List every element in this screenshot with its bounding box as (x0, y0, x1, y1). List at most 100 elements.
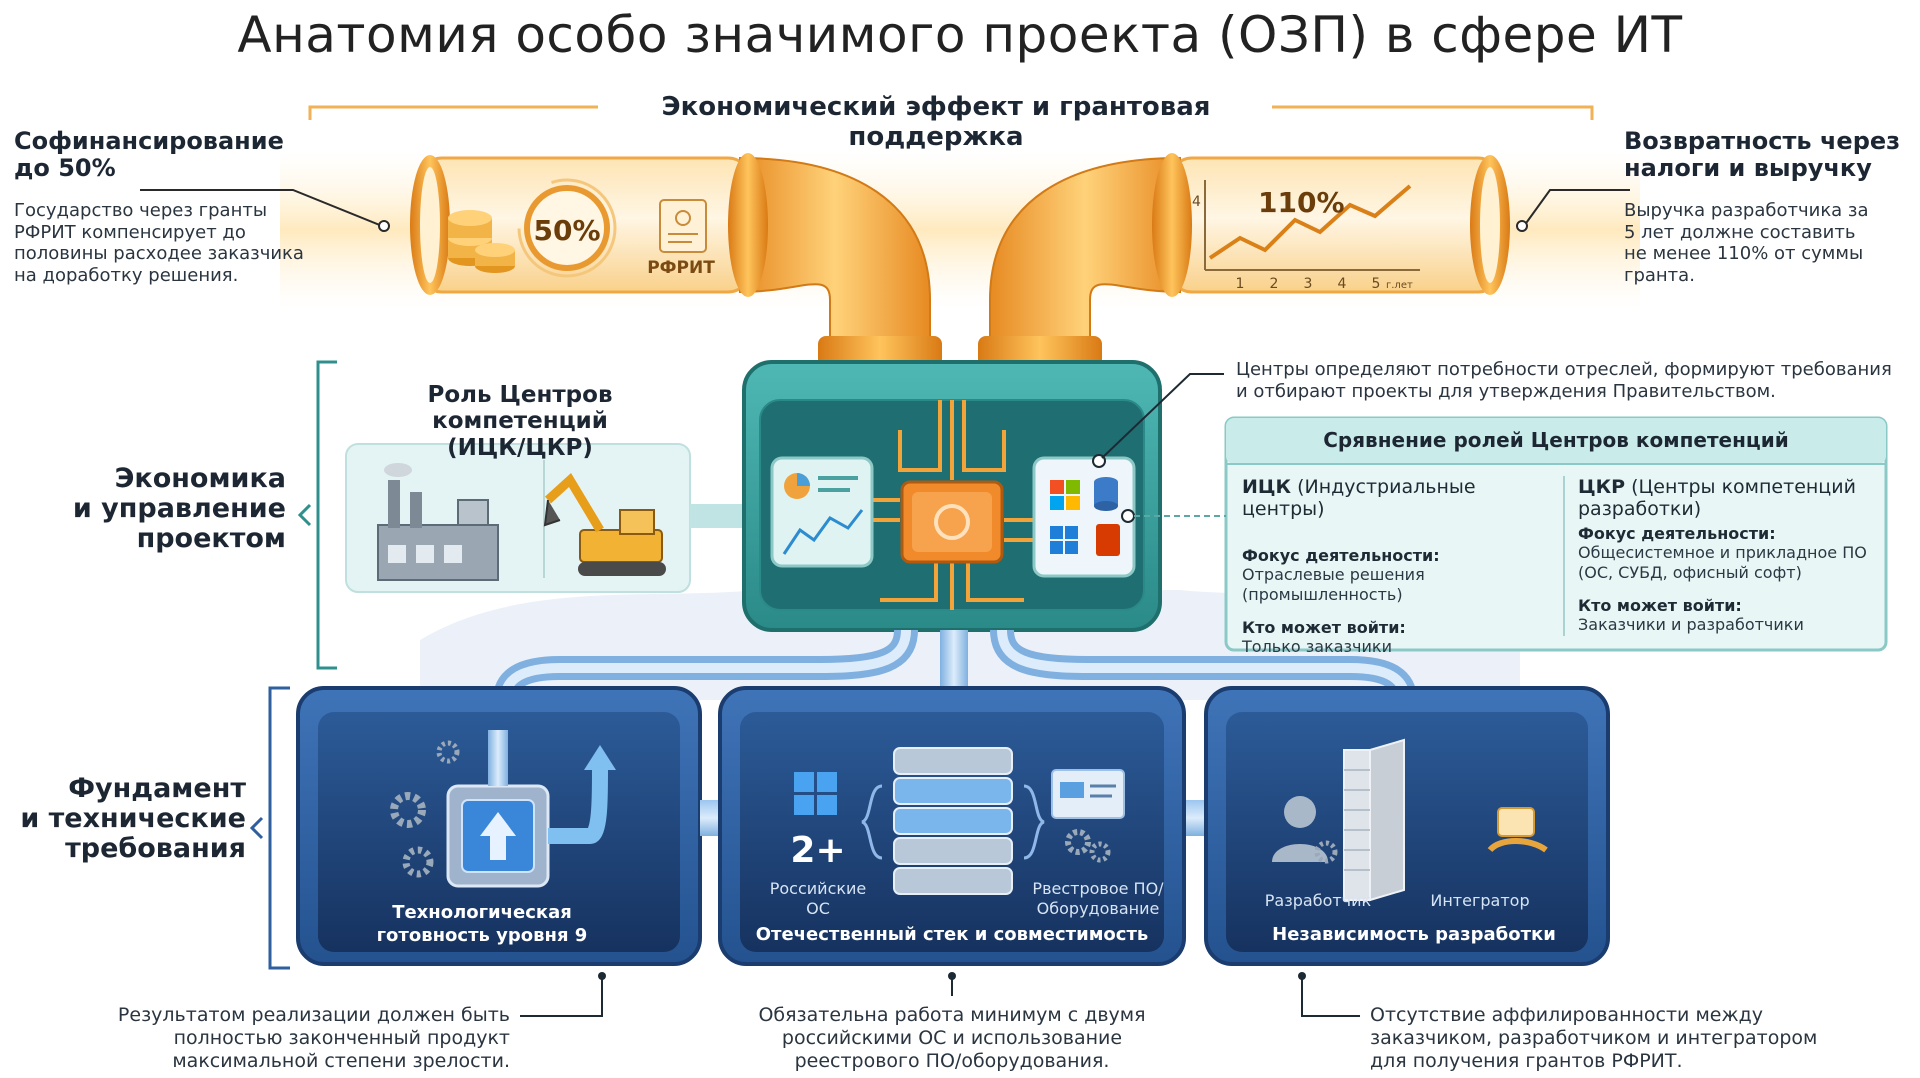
bottom-center-l1: Обязательна работа минимум с двумя (758, 1004, 1146, 1026)
centers-callout-text: Центры определяют потребности отреслей, … (1236, 359, 1892, 402)
ick-who-label: Кто может войти: (1242, 618, 1406, 638)
banner-bracket (308, 105, 1594, 120)
bottom-left-l2: полностью законченный продукт (173, 1026, 510, 1049)
economics-label-l1: Экономика (114, 463, 286, 494)
returnability-heading: Возвратность через налоги и выручку (1624, 128, 1900, 182)
bottom-center-l2: российскими ОС и использование (781, 1026, 1123, 1049)
ckr-column: ЦКР (Центры компетенций разработки) Фоку… (1578, 476, 1878, 635)
box3-title: Независимость разработки (1272, 924, 1556, 945)
cofinancing-text-l1: Государство через гранты (14, 200, 268, 221)
excavator-icon (543, 472, 666, 576)
role-card-title-l2: (ИЦК/ЦКР) (447, 434, 593, 461)
cofinancing-heading-l2: до 50% (14, 153, 116, 182)
os-count: 2+ (790, 830, 845, 871)
bottom-right-l2: заказчиком, разработчиком и интегратором (1370, 1026, 1818, 1049)
foundation-label-l3: требования (65, 833, 246, 865)
registry-label-l1: Рвестровое ПО/ (1032, 879, 1164, 898)
box-trl9 (296, 686, 702, 966)
comparison-title: Срявнение ролей Центров компетенций (1323, 428, 1789, 452)
returnability-text-l3: не менее 110% от суммы (1624, 243, 1864, 265)
bottom-left-l3: максимальной степени зрелости. (172, 1049, 510, 1072)
box1-title-l1: Технологическая (392, 902, 572, 923)
cofinancing-text-l3: половины расходее заказчика (14, 243, 304, 265)
ckr-name-rest: (Центры компетенций (1625, 476, 1856, 498)
returnability-heading-l1: Возвратность через (1624, 127, 1901, 155)
bottom-dot-3 (1298, 972, 1306, 980)
box-independence (1204, 686, 1610, 966)
page-title: Анатомия особо значимого проекта (ОЗП) в… (237, 6, 1683, 64)
right-pipe (978, 153, 1510, 368)
chart-axis-unit: г.лет (1386, 280, 1413, 291)
ckr-focus-text-l1: Общесистемное и прикладное ПО (1578, 543, 1867, 562)
centers-callout-l1: Центры определяют потребности отреслей, … (1236, 359, 1892, 380)
competence-hub (742, 360, 1162, 632)
returnability-heading-l2: налоги и выручку (1624, 153, 1872, 182)
coins-icon (448, 210, 515, 273)
box2-title: Отечественный стек и совместимость (756, 924, 1149, 945)
economics-label-l3: проектом (136, 523, 286, 555)
growth-chart-icon (1204, 180, 1420, 271)
bottom-dot-2 (948, 972, 956, 980)
bottom-right-l1: Отсутствие аффилированности между (1370, 1004, 1763, 1026)
foundation-bracket-notch (249, 816, 264, 840)
integrator-label: Интегратор (1430, 891, 1529, 910)
chart-axis-x-3: 3 (1304, 276, 1313, 292)
os-label-l2: ОС (806, 899, 830, 918)
rfrit-label: РФРИТ (647, 258, 715, 278)
cofinancing-text-l2: РФРИТ компенсирует до (14, 221, 246, 243)
economics-label: Экономика и управление проектом (60, 463, 286, 555)
ckr-who-text: Заказчики и разработчики (1578, 615, 1804, 635)
comparison-box (1224, 416, 1888, 652)
cofinancing-heading: Софинансирование до 50% (14, 128, 284, 182)
role-card-title: Роль Центров компетенций (ИЦК/ЦКР) (340, 382, 700, 461)
hub-callout-line (1101, 373, 1224, 459)
percent-110-label: 110% (1258, 186, 1345, 219)
left-pipe (410, 153, 942, 368)
economics-label-l2: и управление (72, 493, 286, 525)
chart-axis-y: 4 (1192, 194, 1201, 210)
ckr-focus-label: Фокус деятельности: (1578, 524, 1776, 543)
foundation-bracket (268, 686, 290, 970)
mid-bracket (316, 360, 337, 670)
bottom-right-text: Отсутствие аффилированности между заказч… (1370, 1004, 1870, 1072)
ick-name: ИЦК (Индустриальные центры) (1242, 476, 1554, 520)
ckr-who-label: Кто может войти: (1578, 596, 1742, 616)
banner-title: Экономический эффект и грантовая поддерж… (661, 92, 1211, 152)
returnability-text-l4: гранта. (1624, 264, 1695, 286)
role-connector (690, 504, 752, 528)
foundation-label: Фундамент и технические требования (20, 773, 246, 865)
role-card-title-l1: Роль Центров компетенций (427, 382, 613, 435)
bottom-left-l1: Результатом реализации должен быть (117, 1004, 510, 1026)
returnability-text-l1: Выручка разработчика за (1624, 200, 1869, 221)
centers-callout-l2: и отбирают проекты для утверждения Прави… (1236, 380, 1776, 402)
factory-icon (377, 463, 499, 581)
registry-label-l2: Оборудование (1037, 899, 1160, 918)
percent-50-label: 50% (533, 214, 600, 247)
chart-axis-x-1: 1 (1236, 276, 1245, 292)
box-stack (718, 686, 1186, 966)
developer-label: Разработчик (1265, 891, 1372, 910)
ick-name-bold: ИЦК (1242, 476, 1292, 498)
chart-axis-x-5: 5 (1372, 276, 1381, 292)
chart-axis-x-2: 2 (1270, 276, 1279, 292)
ckr-focus-text-l2: (ОС, СУБД, офисный софт) (1578, 562, 1802, 582)
mid-bracket-notch (297, 503, 312, 527)
callout-lines (140, 189, 1630, 232)
foundation-label-l2: и технические (20, 803, 246, 835)
ckr-name-bold: ЦКР (1578, 476, 1626, 498)
bottom-left-text: Результатом реализации должен быть полно… (80, 1004, 510, 1072)
returnability-text: Выручка разработчика за 5 лет должне сос… (1624, 200, 1869, 286)
ick-name-rest: (Индустриальные центры) (1242, 476, 1476, 520)
returnability-text-l2: 5 лет должне составить (1624, 221, 1856, 243)
bottom-center-text: Обязательна работа минимум с двумя росси… (712, 1004, 1192, 1072)
ick-focus-text-l1: Отраслевые решения (1242, 565, 1425, 584)
box1-title-l2: готовность уровня 9 (377, 925, 588, 946)
ick-focus-label: Фокус деятельности: (1242, 546, 1440, 565)
cofinancing-text: Государство через гранты РФРИТ компенсир… (14, 200, 304, 286)
bottom-dot-1 (598, 972, 606, 980)
ick-column: ИЦК (Индустриальные центры) Фокус деятел… (1242, 476, 1554, 657)
scroll-icon (659, 199, 707, 253)
ckr-name-l2: разработки) (1578, 498, 1702, 520)
os-label-l1: Российские (770, 879, 867, 898)
